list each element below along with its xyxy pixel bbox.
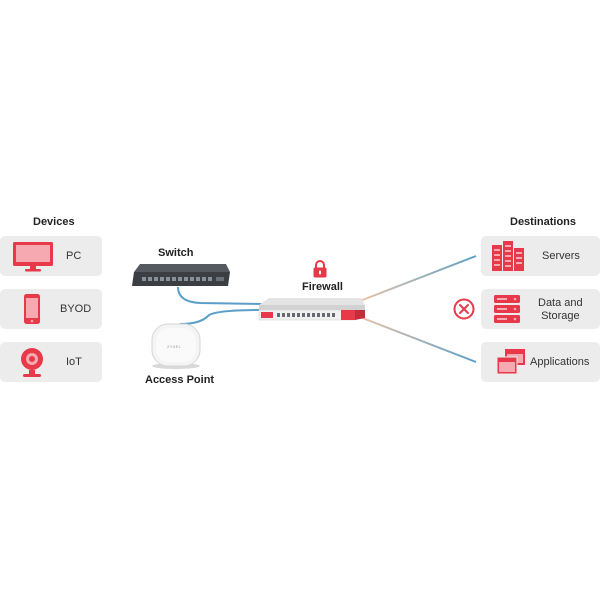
destination-label-data-line1: Data and xyxy=(538,297,583,309)
access-point-label: Access Point xyxy=(145,374,215,386)
switch-label: Switch xyxy=(158,247,194,259)
ap-to-firewall-cable xyxy=(179,309,263,325)
smartphone-icon xyxy=(24,294,40,324)
access-point-image xyxy=(151,323,201,369)
firewall-to-servers-line xyxy=(351,255,477,305)
server-rack-icon xyxy=(492,241,524,271)
storage-icon xyxy=(494,295,520,323)
destination-card-servers: Servers xyxy=(481,236,600,276)
device-card-pc: PC xyxy=(0,236,102,276)
device-card-byod: BYOD xyxy=(0,289,102,329)
destination-label-servers: Servers xyxy=(542,250,580,262)
devices-heading: Devices xyxy=(33,216,75,228)
destination-card-data-storage: Data and Storage xyxy=(481,289,600,329)
monitor-icon xyxy=(13,242,53,272)
destination-card-applications: Applications xyxy=(481,342,600,382)
switch-to-firewall-cable xyxy=(177,286,263,305)
access-point-brand: ZYXEL xyxy=(167,344,182,349)
app-windows-icon xyxy=(496,349,525,375)
firewall-appliance-image xyxy=(258,298,365,321)
firewall-label: Firewall xyxy=(302,281,343,293)
destination-label-storage-line2: Storage xyxy=(541,310,580,322)
device-card-iot: IoT xyxy=(0,342,102,382)
destination-label-data-storage: Data and Storage xyxy=(538,297,583,323)
device-label-byod: BYOD xyxy=(60,303,92,315)
blocked-x-icon xyxy=(453,298,475,320)
lock-icon xyxy=(313,260,327,278)
network-switch-image xyxy=(132,264,230,286)
webcam-icon xyxy=(21,348,43,377)
device-label-iot: IoT xyxy=(66,356,82,368)
destination-label-applications: Applications xyxy=(530,356,590,368)
device-label-pc: PC xyxy=(66,250,82,262)
destinations-heading: Destinations xyxy=(510,216,577,228)
firewall-to-applications-line xyxy=(351,313,477,363)
